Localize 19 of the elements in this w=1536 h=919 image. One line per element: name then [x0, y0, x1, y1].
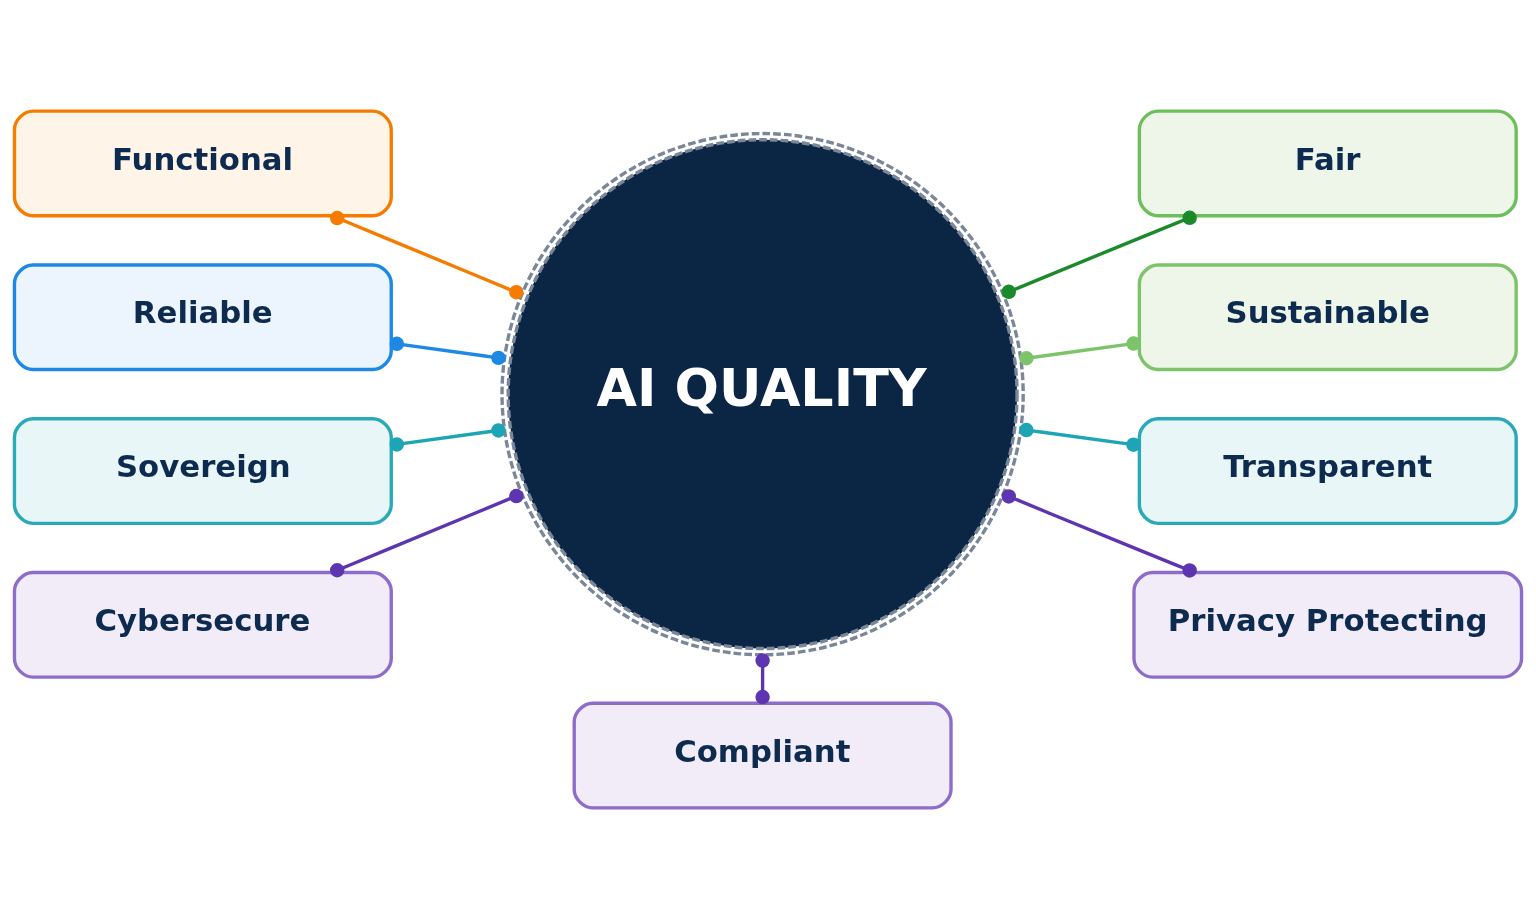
- node-box: Reliable: [12, 263, 393, 372]
- node-box: Compliant: [572, 701, 953, 810]
- connector: [329, 210, 524, 300]
- node-box: Sustainable: [1137, 263, 1518, 372]
- connector: [1001, 210, 1197, 300]
- node-box: Cybersecure: [12, 570, 393, 679]
- connector: [1019, 422, 1141, 452]
- connector: [1001, 489, 1197, 578]
- connector: [389, 336, 506, 366]
- node-box: Transparent: [1137, 417, 1518, 526]
- node-box: Sovereign: [12, 417, 393, 526]
- connector: [1019, 336, 1141, 366]
- node-box: Functional: [12, 109, 393, 218]
- node-circle: AI QUALITY: [500, 131, 1025, 657]
- connector: [329, 488, 524, 578]
- connector: [755, 653, 770, 705]
- node-box: Privacy Protecting: [1132, 570, 1524, 679]
- connector: [389, 423, 506, 452]
- node-box: Fair: [1137, 109, 1518, 218]
